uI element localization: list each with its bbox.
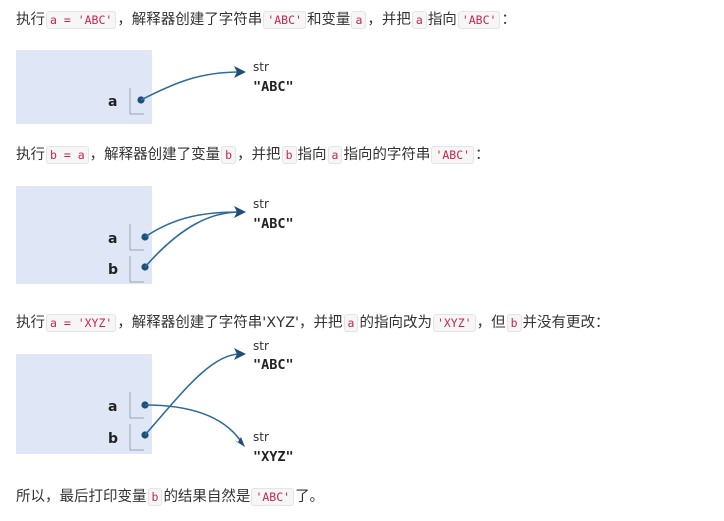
text: 的结果自然是 <box>163 489 251 505</box>
frame-background <box>16 186 152 284</box>
memory-diagram-2: a b str "ABC" <box>16 186 316 284</box>
inline-code: b <box>281 146 297 164</box>
variable-b-label: b <box>108 431 118 447</box>
pointer-b-arrow <box>144 211 241 268</box>
str-xyz-value-label: "XYZ" <box>253 449 294 465</box>
variable-box <box>129 424 144 451</box>
arrowhead-icon <box>234 66 246 78</box>
inline-code: 'XYZ' <box>432 314 476 332</box>
variable-box <box>129 256 144 283</box>
text: ，解释器创建了字符串'XYZ'，并把 <box>117 315 343 331</box>
pointer-a-arrow <box>144 404 241 441</box>
str-type-label: str <box>253 60 269 74</box>
text: ，但 <box>476 315 506 331</box>
arrowhead-icon <box>234 437 245 447</box>
variable-box <box>129 224 144 251</box>
inline-code: a <box>351 11 367 29</box>
arrowhead-icon <box>234 348 246 360</box>
text: 指向 <box>427 12 457 28</box>
text: 并没有更改： <box>522 315 610 331</box>
pointer-b-arrow <box>144 353 241 436</box>
inline-code: a <box>411 11 427 29</box>
text: ： <box>501 12 516 28</box>
inline-code: 'ABC' <box>251 488 295 506</box>
inline-code: b <box>506 314 522 332</box>
text: ，并把 <box>367 12 411 28</box>
inline-code: b <box>147 488 163 506</box>
str-type-label: str <box>253 197 269 211</box>
pointer-a-arrow <box>140 71 241 101</box>
variable-a-label: a <box>108 399 117 415</box>
variable-box <box>129 88 144 115</box>
text: 和变量 <box>306 12 351 28</box>
frame-background <box>16 50 152 124</box>
str-value-label: "ABC" <box>253 216 294 232</box>
text: 的指向改为 <box>359 315 432 331</box>
inline-code: 'ABC' <box>431 146 475 164</box>
text: 了。 <box>295 489 325 505</box>
inline-code: a <box>343 314 359 332</box>
str-xyz-type-label: str <box>253 430 269 444</box>
variable-a-label: a <box>108 94 117 110</box>
inline-code: a = 'ABC' <box>46 11 117 29</box>
text: 执行 <box>16 315 45 331</box>
str-value-label: "ABC" <box>253 79 294 95</box>
inline-code: b <box>221 146 237 164</box>
inline-code: a <box>327 146 343 164</box>
text: 执行 <box>16 147 45 163</box>
inline-code: 'ABC' <box>263 11 306 29</box>
text: ： <box>475 147 490 163</box>
memory-diagram-1: a str "ABC" <box>16 50 316 124</box>
inline-code: b = a <box>46 146 89 164</box>
str-abc-type-label: str <box>253 339 269 353</box>
text: 指向 <box>297 147 327 163</box>
text: ，解释器创建了字符串 <box>117 12 263 28</box>
str-abc-value-label: "ABC" <box>253 357 294 373</box>
text: ，解释器创建了变量 <box>89 147 221 163</box>
pointer-a-arrow <box>144 211 241 238</box>
memory-diagram-3: a b str "ABC" str "XYZ" <box>16 339 316 465</box>
text: ，并把 <box>237 147 281 163</box>
variable-a-label: a <box>108 231 117 247</box>
text: 执行 <box>16 12 45 28</box>
frame-background <box>16 354 152 454</box>
variable-b-label: b <box>108 262 118 278</box>
inline-code: 'ABC' <box>457 11 501 29</box>
variable-box <box>129 392 144 419</box>
inline-code: a = 'XYZ' <box>46 314 117 332</box>
text: 指向的字符串 <box>343 147 431 163</box>
text: 所以，最后打印变量 <box>16 489 147 505</box>
arrowhead-icon <box>234 206 246 218</box>
